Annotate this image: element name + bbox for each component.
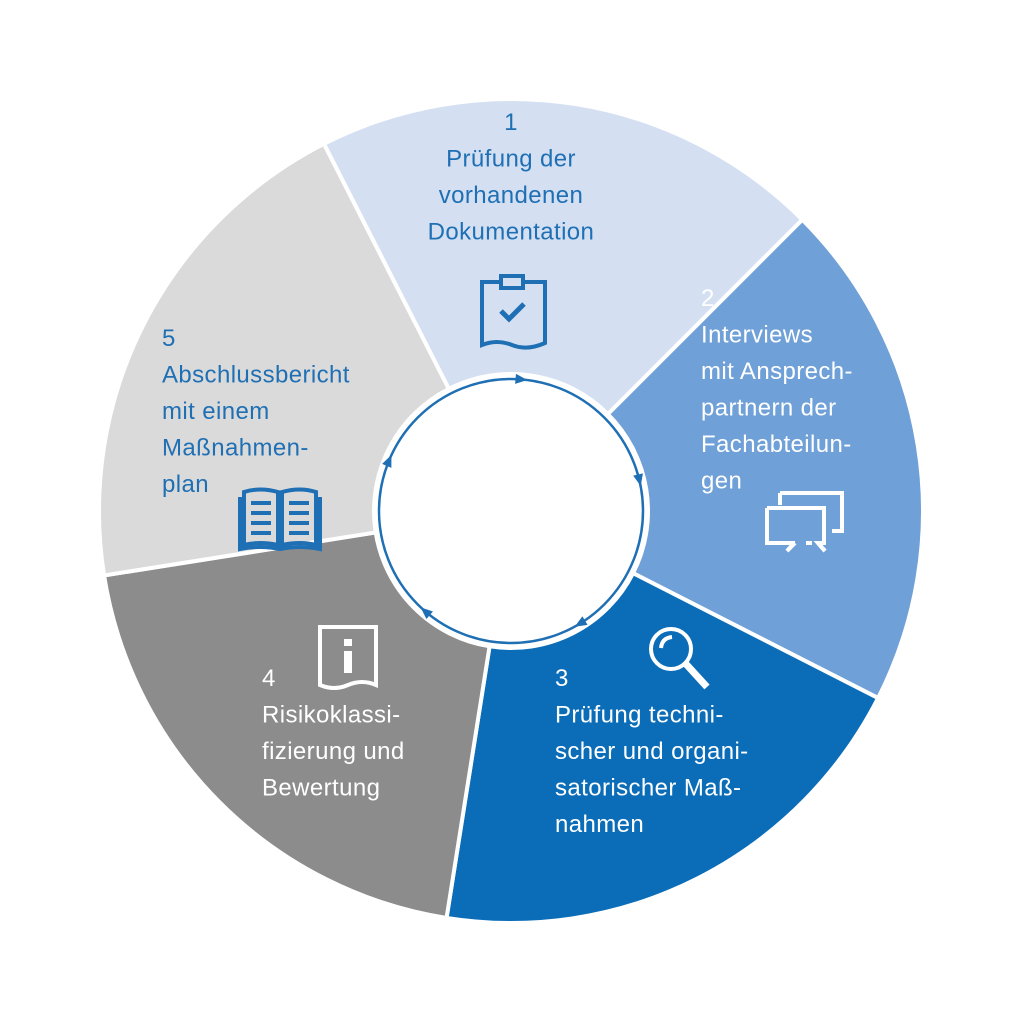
cycle-arrowhead: [633, 473, 643, 487]
cycle-arrowhead: [382, 454, 392, 468]
open-book-icon: [238, 487, 322, 552]
step-label-line: nahmen: [555, 811, 644, 838]
center-disc: [376, 376, 646, 646]
cycle-arrowhead: [420, 607, 433, 619]
cycle-arrowhead: [515, 373, 528, 384]
step-label-line: mit Ansprech-: [701, 358, 853, 385]
step-label-line: Prüfung der: [446, 146, 576, 173]
magnifier-icon: [649, 627, 710, 690]
step-label-line: Abschlussbericht: [162, 362, 350, 389]
clipboard-check-icon: [480, 274, 547, 350]
segment-2: [605, 216, 925, 701]
segment-4: [101, 530, 492, 921]
step-label-line: Interviews: [701, 322, 813, 349]
speech-bubbles-icon: [765, 491, 844, 553]
segment-1: [321, 97, 806, 417]
segment-3: [444, 570, 881, 925]
cycle-arrowhead: [574, 616, 588, 627]
step-number: 4: [262, 665, 276, 692]
cycle-line: [377, 377, 645, 645]
step-label-line: Maßnahmen-: [162, 435, 309, 462]
step-label-line: gen: [701, 468, 742, 495]
step-label-line: fizierung und: [262, 738, 405, 765]
step-label-line: Prüfung techni-: [555, 702, 724, 729]
step-number: 1: [504, 109, 518, 136]
step-label-line: scher und organi-: [555, 738, 749, 765]
step-label-line: Risikoklassi-: [262, 702, 401, 729]
step-label-line: Bewertung: [262, 775, 380, 802]
segment-5: [97, 141, 452, 578]
step-label-line: Fachabteilun-: [701, 431, 852, 458]
step-number: 2: [701, 285, 715, 312]
step-number: 3: [555, 665, 569, 692]
step-label-line: satorischer Maß-: [555, 775, 741, 802]
step-label-line: Dokumentation: [428, 219, 595, 246]
step-label-line: vorhandenen: [439, 182, 584, 209]
info-document-icon: [318, 625, 378, 690]
step-number: 5: [162, 325, 176, 352]
step-label-line: mit einem: [162, 398, 270, 425]
step-label-line: partnern der: [701, 395, 837, 422]
step-label-line: plan: [162, 471, 209, 498]
